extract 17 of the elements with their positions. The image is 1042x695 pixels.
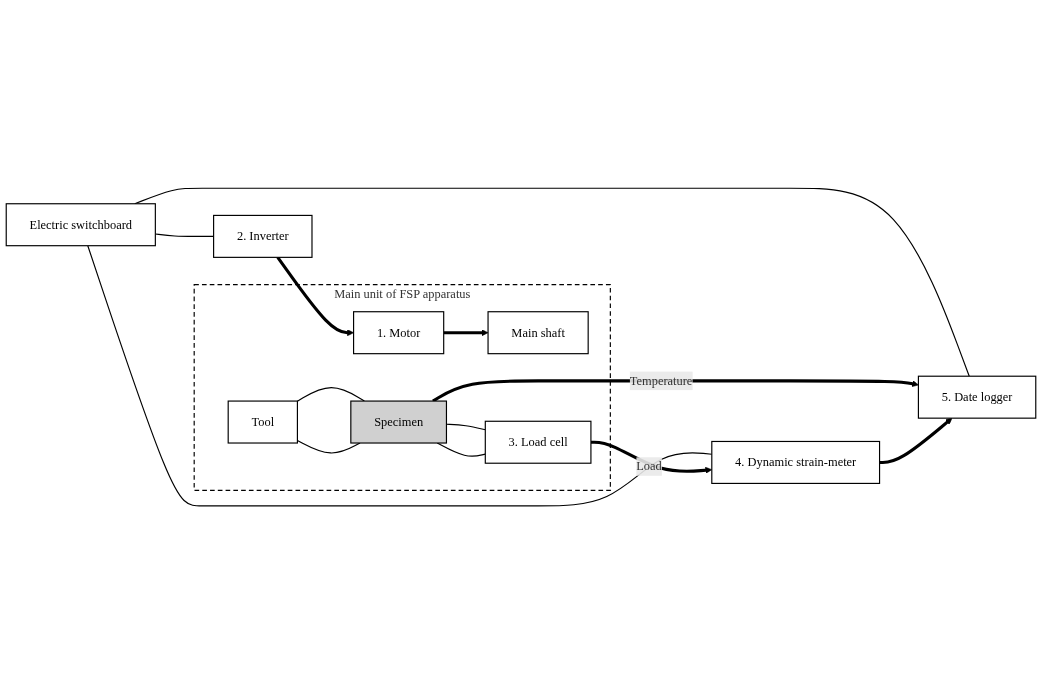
arrow [276, 256, 354, 337]
arrow [443, 329, 489, 337]
node-box: Electric switchboard [5, 203, 156, 247]
connector [296, 440, 361, 454]
edge-label: Load [636, 459, 662, 474]
node-box: 4. Dynamic strain-meter [711, 441, 881, 485]
arrow [879, 418, 953, 465]
node-box: Tool [227, 400, 298, 445]
node-box: 3. Load cell [484, 421, 592, 465]
node-box: Specimen [350, 400, 448, 445]
node-box: 5. Date logger [917, 376, 1037, 420]
node-box: Main shaft [487, 311, 589, 355]
connector [296, 387, 365, 403]
connector [134, 188, 970, 378]
edge-label: Temperature [629, 374, 693, 388]
node-box: 1. Motor [353, 311, 445, 355]
node-box: 2. Inverter [213, 215, 313, 259]
